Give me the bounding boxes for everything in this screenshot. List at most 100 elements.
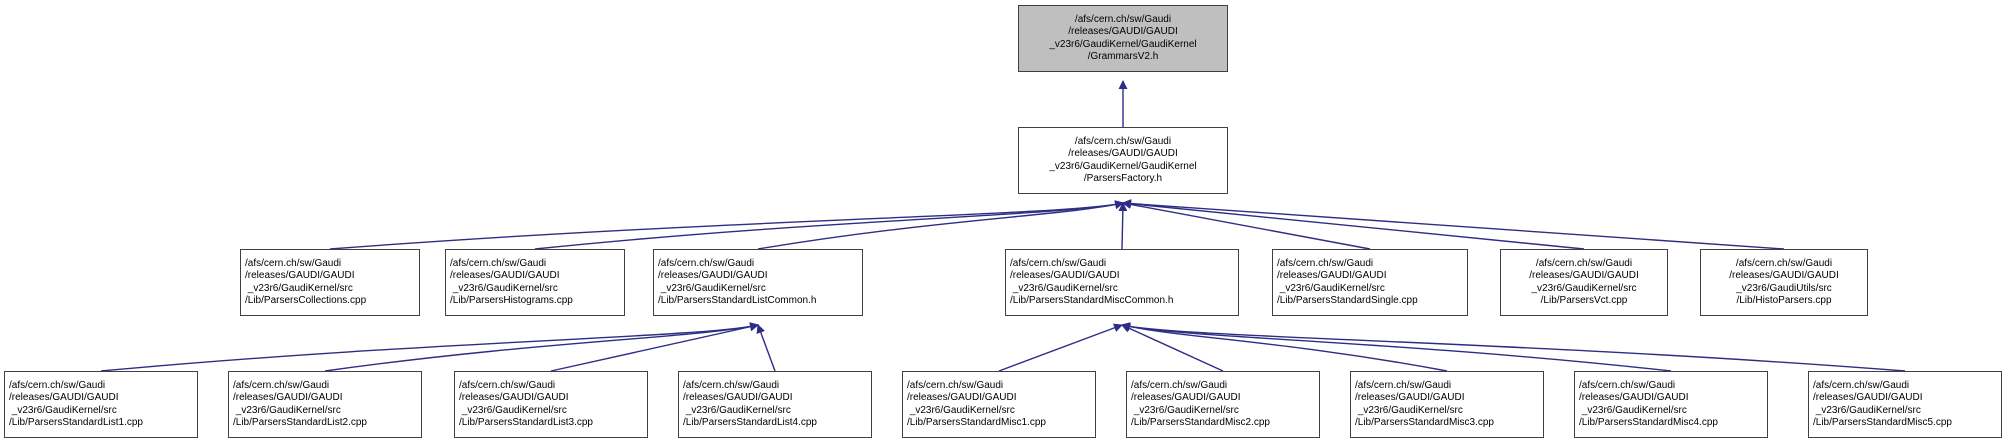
graph-edge-list4-to-parsersstandardlistcommon	[756, 324, 776, 372]
graph-node-parserscollections[interactable]: /afs/cern.ch/sw/Gaudi/releases/GAUDI/GAU…	[240, 249, 420, 316]
node-label-line: /afs/cern.ch/sw/Gaudi	[1010, 257, 1107, 269]
node-label-line: /releases/GAUDI/GAUDI	[245, 270, 355, 282]
graph-node-parsersfactory[interactable]: /afs/cern.ch/sw/Gaudi/releases/GAUDI/GAU…	[1018, 127, 1228, 194]
node-label-line: _v23r6/GaudiKernel/src	[9, 404, 117, 416]
node-label-line: _v23r6/GaudiKernel/src	[683, 404, 791, 416]
node-label-line: /Lib/ParsersStandardList1.cpp	[9, 416, 143, 428]
node-label-line: /afs/cern.ch/sw/Gaudi	[1355, 379, 1452, 391]
node-label-line: /releases/GAUDI/GAUDI	[9, 392, 119, 404]
node-label-line: /releases/GAUDI/GAUDI	[1131, 392, 1241, 404]
graph-edge-parsershistograms-to-parsersfactory	[534, 200, 1124, 250]
graph-node-list3[interactable]: /afs/cern.ch/sw/Gaudi/releases/GAUDI/GAU…	[454, 371, 648, 438]
node-label-line: /afs/cern.ch/sw/Gaudi	[1579, 379, 1676, 391]
node-label-line: _v23r6/GaudiKernel/src	[1531, 282, 1637, 294]
node-label-line: /releases/GAUDI/GAUDI	[1068, 148, 1178, 160]
graph-edge-parsersstandardsingle-to-parsersfactory	[1122, 200, 1371, 250]
node-label-line: _v23r6/GaudiKernel/src	[1010, 282, 1118, 294]
node-label-line: /afs/cern.ch/sw/Gaudi	[1074, 135, 1172, 147]
node-label-line: _v23r6/GaudiKernel/src	[459, 404, 567, 416]
node-label-line: /afs/cern.ch/sw/Gaudi	[1277, 257, 1374, 269]
node-label-line: _v23r6/GaudiKernel/src	[1579, 404, 1687, 416]
edge-layer	[100, 80, 1906, 372]
node-label-line: /releases/GAUDI/GAUDI	[1579, 392, 1689, 404]
node-label-line: _v23r6/GaudiKernel/src	[233, 404, 341, 416]
node-label-line: /releases/GAUDI/GAUDI	[1277, 270, 1387, 282]
node-label-line: /releases/GAUDI/GAUDI	[1010, 270, 1120, 282]
graph-node-parsersvct[interactable]: /afs/cern.ch/sw/Gaudi/releases/GAUDI/GAU…	[1500, 249, 1668, 316]
node-label-line: _v23r6/GaudiKernel/src	[245, 282, 353, 294]
node-label-line: _v23r6/GaudiKernel/GaudiKernel	[1049, 38, 1197, 50]
node-label-line: /releases/GAUDI/GAUDI	[450, 270, 560, 282]
node-label-line: /releases/GAUDI/GAUDI	[658, 270, 768, 282]
node-label-line: /Lib/ParsersStandardList4.cpp	[683, 416, 817, 428]
graph-node-parsersstandardmisccommon[interactable]: /afs/cern.ch/sw/Gaudi/releases/GAUDI/GAU…	[1005, 249, 1239, 316]
graph-edge-misc4-to-parsersstandardmisccommon	[1121, 322, 1672, 372]
node-label-line: /Lib/ParsersStandardMisc5.cpp	[1813, 416, 1952, 428]
node-label-line: _v23r6/GaudiKernel/src	[1813, 404, 1921, 416]
node-label-line: /afs/cern.ch/sw/Gaudi	[450, 257, 547, 269]
graph-node-misc5[interactable]: /afs/cern.ch/sw/Gaudi/releases/GAUDI/GAU…	[1808, 371, 2002, 438]
node-label-line: /ParsersFactory.h	[1083, 172, 1163, 184]
graph-node-histoparsers[interactable]: /afs/cern.ch/sw/Gaudi/releases/GAUDI/GAU…	[1700, 249, 1868, 316]
graph-node-list1[interactable]: /afs/cern.ch/sw/Gaudi/releases/GAUDI/GAU…	[4, 371, 198, 438]
graph-node-parsershistograms[interactable]: /afs/cern.ch/sw/Gaudi/releases/GAUDI/GAU…	[445, 249, 625, 316]
node-label-line: /releases/GAUDI/GAUDI	[1068, 26, 1178, 38]
graph-edge-misc1-to-parsersstandardmisccommon	[998, 323, 1123, 372]
graph-edge-list3-to-parsersstandardlistcommon	[550, 322, 759, 372]
graph-edge-parsersstandardlistcommon-to-parsersfactory	[757, 200, 1124, 250]
node-label-line: /afs/cern.ch/sw/Gaudi	[245, 257, 342, 269]
graph-node-grammarsv2[interactable]: /afs/cern.ch/sw/Gaudi/releases/GAUDI/GAU…	[1018, 5, 1228, 72]
node-label-line: /afs/cern.ch/sw/Gaudi	[658, 257, 755, 269]
node-label-line: /releases/GAUDI/GAUDI	[683, 392, 793, 404]
node-label-line: /releases/GAUDI/GAUDI	[459, 392, 569, 404]
node-label-line: /Lib/ParsersHistograms.cpp	[450, 294, 573, 306]
node-label-line: /afs/cern.ch/sw/Gaudi	[233, 379, 330, 391]
node-label-line: /afs/cern.ch/sw/Gaudi	[1813, 379, 1910, 391]
graph-edge-parserscollections-to-parsersfactory	[329, 200, 1124, 250]
graph-edge-misc5-to-parsersstandardmisccommon	[1121, 322, 1906, 372]
graph-edge-list1-to-parsersstandardlistcommon	[100, 322, 759, 372]
graph-node-list4[interactable]: /afs/cern.ch/sw/Gaudi/releases/GAUDI/GAU…	[678, 371, 872, 438]
graph-edge-parsersvct-to-parsersfactory	[1122, 199, 1585, 250]
node-label-line: /afs/cern.ch/sw/Gaudi	[1735, 257, 1833, 269]
node-label-line: _v23r6/GaudiKernel/src	[658, 282, 766, 294]
node-label-line: /Lib/HistoParsers.cpp	[1736, 294, 1832, 306]
graph-edge-parsersstandardmisccommon-to-parsersfactory	[1118, 202, 1128, 250]
graph-edge-misc2-to-parsersstandardmisccommon	[1121, 324, 1224, 372]
node-label-line: /afs/cern.ch/sw/Gaudi	[459, 379, 556, 391]
node-label-line: /releases/GAUDI/GAUDI	[907, 392, 1017, 404]
node-label-line: /afs/cern.ch/sw/Gaudi	[1535, 257, 1633, 269]
node-label-line: /releases/GAUDI/GAUDI	[1813, 392, 1923, 404]
node-label-line: /releases/GAUDI/GAUDI	[1355, 392, 1465, 404]
graph-node-misc4[interactable]: /afs/cern.ch/sw/Gaudi/releases/GAUDI/GAU…	[1574, 371, 1768, 438]
node-label-line: _v23r6/GaudiUtils/src	[1736, 282, 1832, 294]
graph-node-misc3[interactable]: /afs/cern.ch/sw/Gaudi/releases/GAUDI/GAU…	[1350, 371, 1544, 438]
graph-node-misc2[interactable]: /afs/cern.ch/sw/Gaudi/releases/GAUDI/GAU…	[1126, 371, 1320, 438]
node-label-line: /afs/cern.ch/sw/Gaudi	[907, 379, 1004, 391]
node-label-line: _v23r6/GaudiKernel/src	[907, 404, 1015, 416]
node-label-line: /Lib/ParsersCollections.cpp	[245, 294, 367, 306]
node-label-line: /releases/GAUDI/GAUDI	[1729, 270, 1839, 282]
node-label-line: /Lib/ParsersStandardList2.cpp	[233, 416, 367, 428]
node-label-line: _v23r6/GaudiKernel/src	[1355, 404, 1463, 416]
node-label-line: _v23r6/GaudiKernel/GaudiKernel	[1049, 160, 1197, 172]
node-label-line: /Lib/ParsersStandardMisc3.cpp	[1355, 416, 1494, 428]
node-label-line: /afs/cern.ch/sw/Gaudi	[1074, 13, 1172, 25]
node-label-line: /GrammarsV2.h	[1087, 50, 1159, 62]
graph-edge-histoparsers-to-parsersfactory	[1122, 199, 1785, 250]
node-label-line: /Lib/ParsersStandardList3.cpp	[459, 416, 593, 428]
node-label-line: /Lib/ParsersStandardMisc4.cpp	[1579, 416, 1718, 428]
node-label-line: /releases/GAUDI/GAUDI	[233, 392, 343, 404]
graph-node-parsersstandardlistcommon[interactable]: /afs/cern.ch/sw/Gaudi/releases/GAUDI/GAU…	[653, 249, 863, 316]
graph-node-parsersstandardsingle[interactable]: /afs/cern.ch/sw/Gaudi/releases/GAUDI/GAU…	[1272, 249, 1468, 316]
graph-node-list2[interactable]: /afs/cern.ch/sw/Gaudi/releases/GAUDI/GAU…	[228, 371, 422, 438]
node-label-line: /Lib/ParsersStandardMisc1.cpp	[907, 416, 1046, 428]
node-label-line: _v23r6/GaudiKernel/src	[450, 282, 558, 294]
graph-edge-list2-to-parsersstandardlistcommon	[324, 322, 759, 372]
node-label-line: /Lib/ParsersStandardMisc2.cpp	[1131, 416, 1270, 428]
graph-node-misc1[interactable]: /afs/cern.ch/sw/Gaudi/releases/GAUDI/GAU…	[902, 371, 1096, 438]
node-label-line: /Lib/ParsersStandardSingle.cpp	[1277, 294, 1418, 306]
node-label-line: /Lib/ParsersStandardListCommon.h	[658, 294, 817, 306]
node-label-line: /releases/GAUDI/GAUDI	[1529, 270, 1639, 282]
